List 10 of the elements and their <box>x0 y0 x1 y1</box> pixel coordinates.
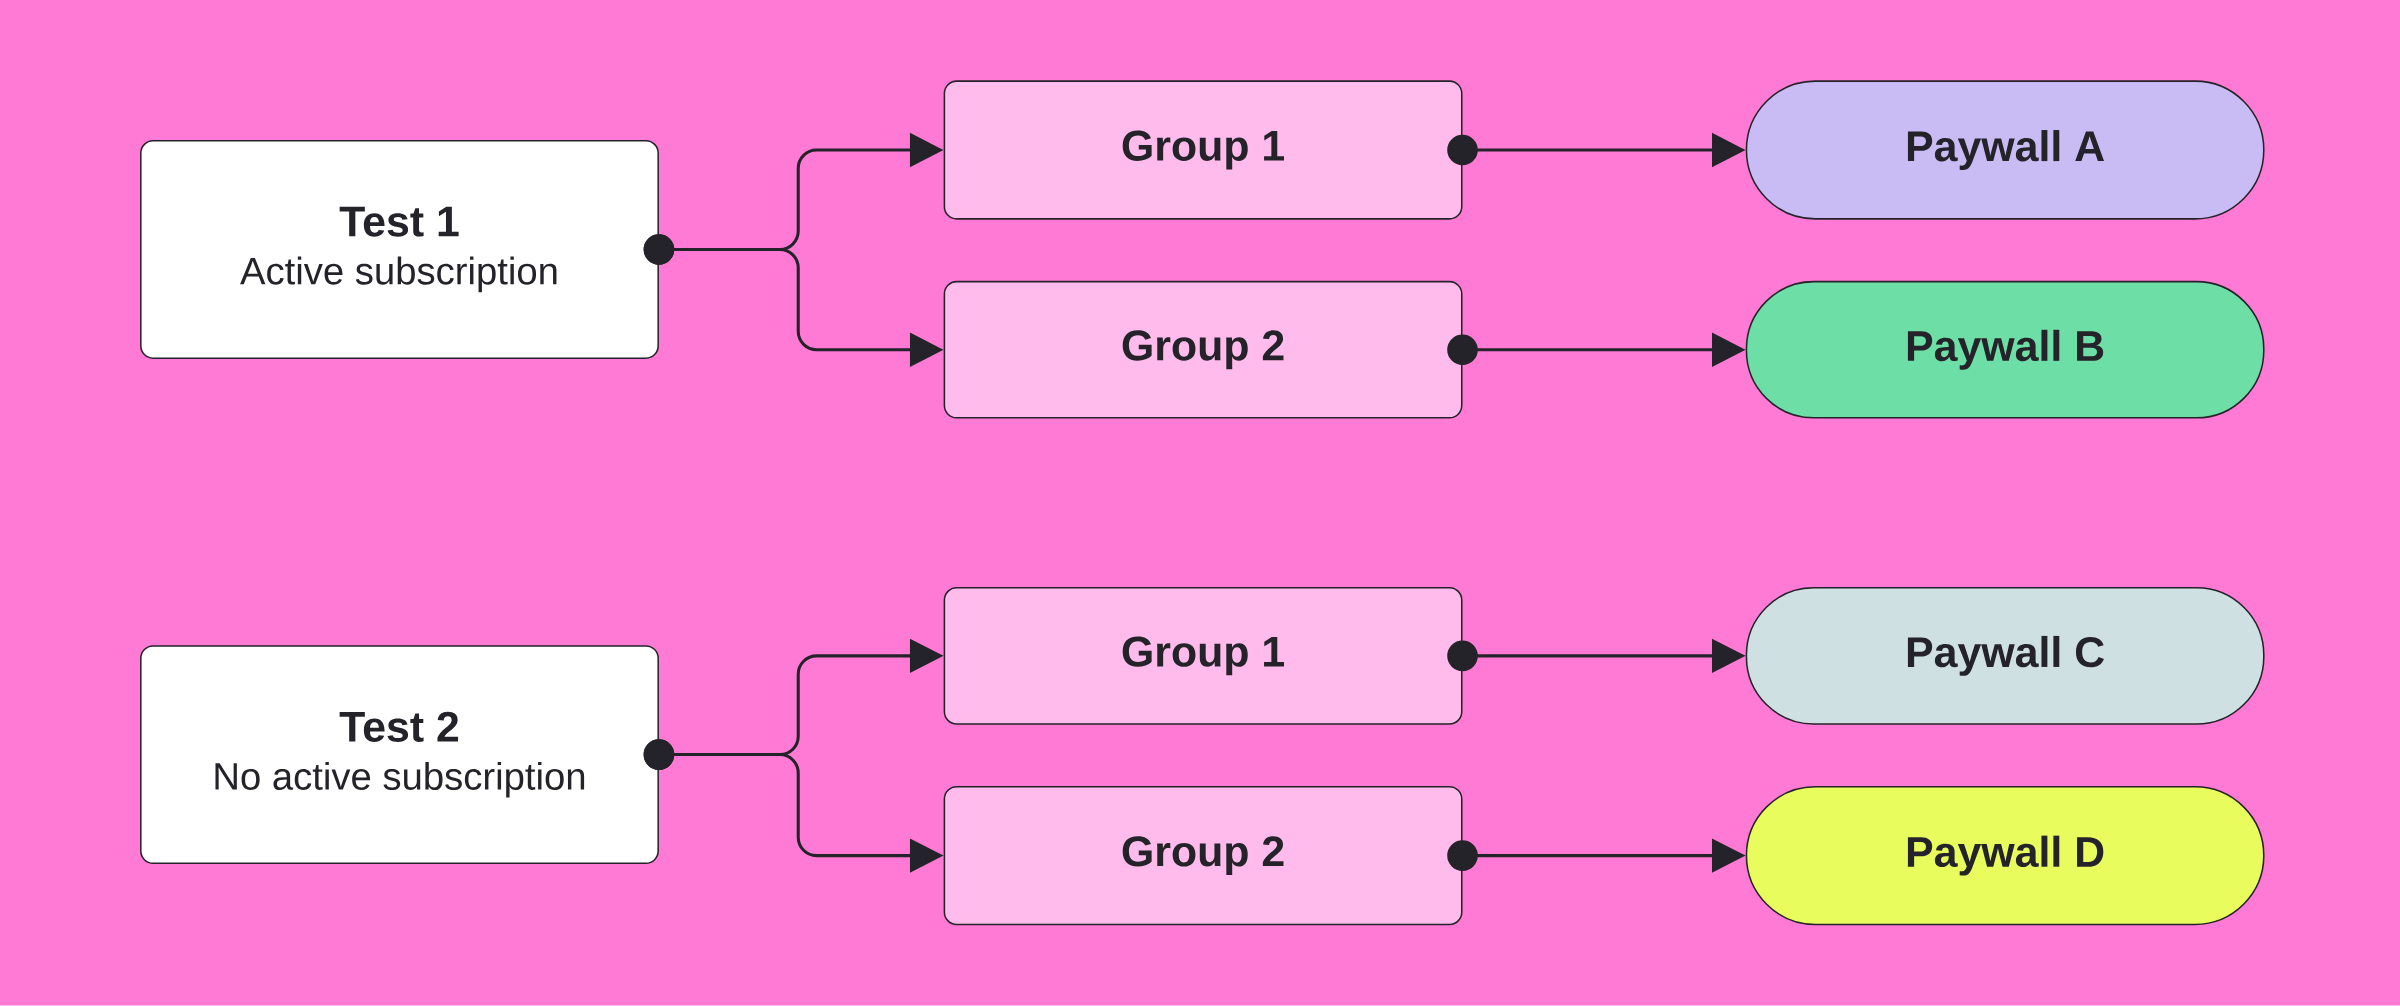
test-box: Test 2 No active subscription <box>140 645 659 865</box>
group-box: Group 2 <box>943 281 1463 419</box>
paywall-pill: Paywall B <box>1745 281 2265 419</box>
paywall-pill: Paywall C <box>1745 587 2265 725</box>
test-box: Test 1 Active subscription <box>140 140 659 360</box>
group-box: Group 1 <box>943 587 1463 725</box>
group-box: Group 2 <box>943 786 1463 926</box>
paywall-pill: Paywall D <box>1745 786 2265 926</box>
paywall-pill: Paywall A <box>1745 80 2265 220</box>
group-box: Group 1 <box>943 80 1463 220</box>
